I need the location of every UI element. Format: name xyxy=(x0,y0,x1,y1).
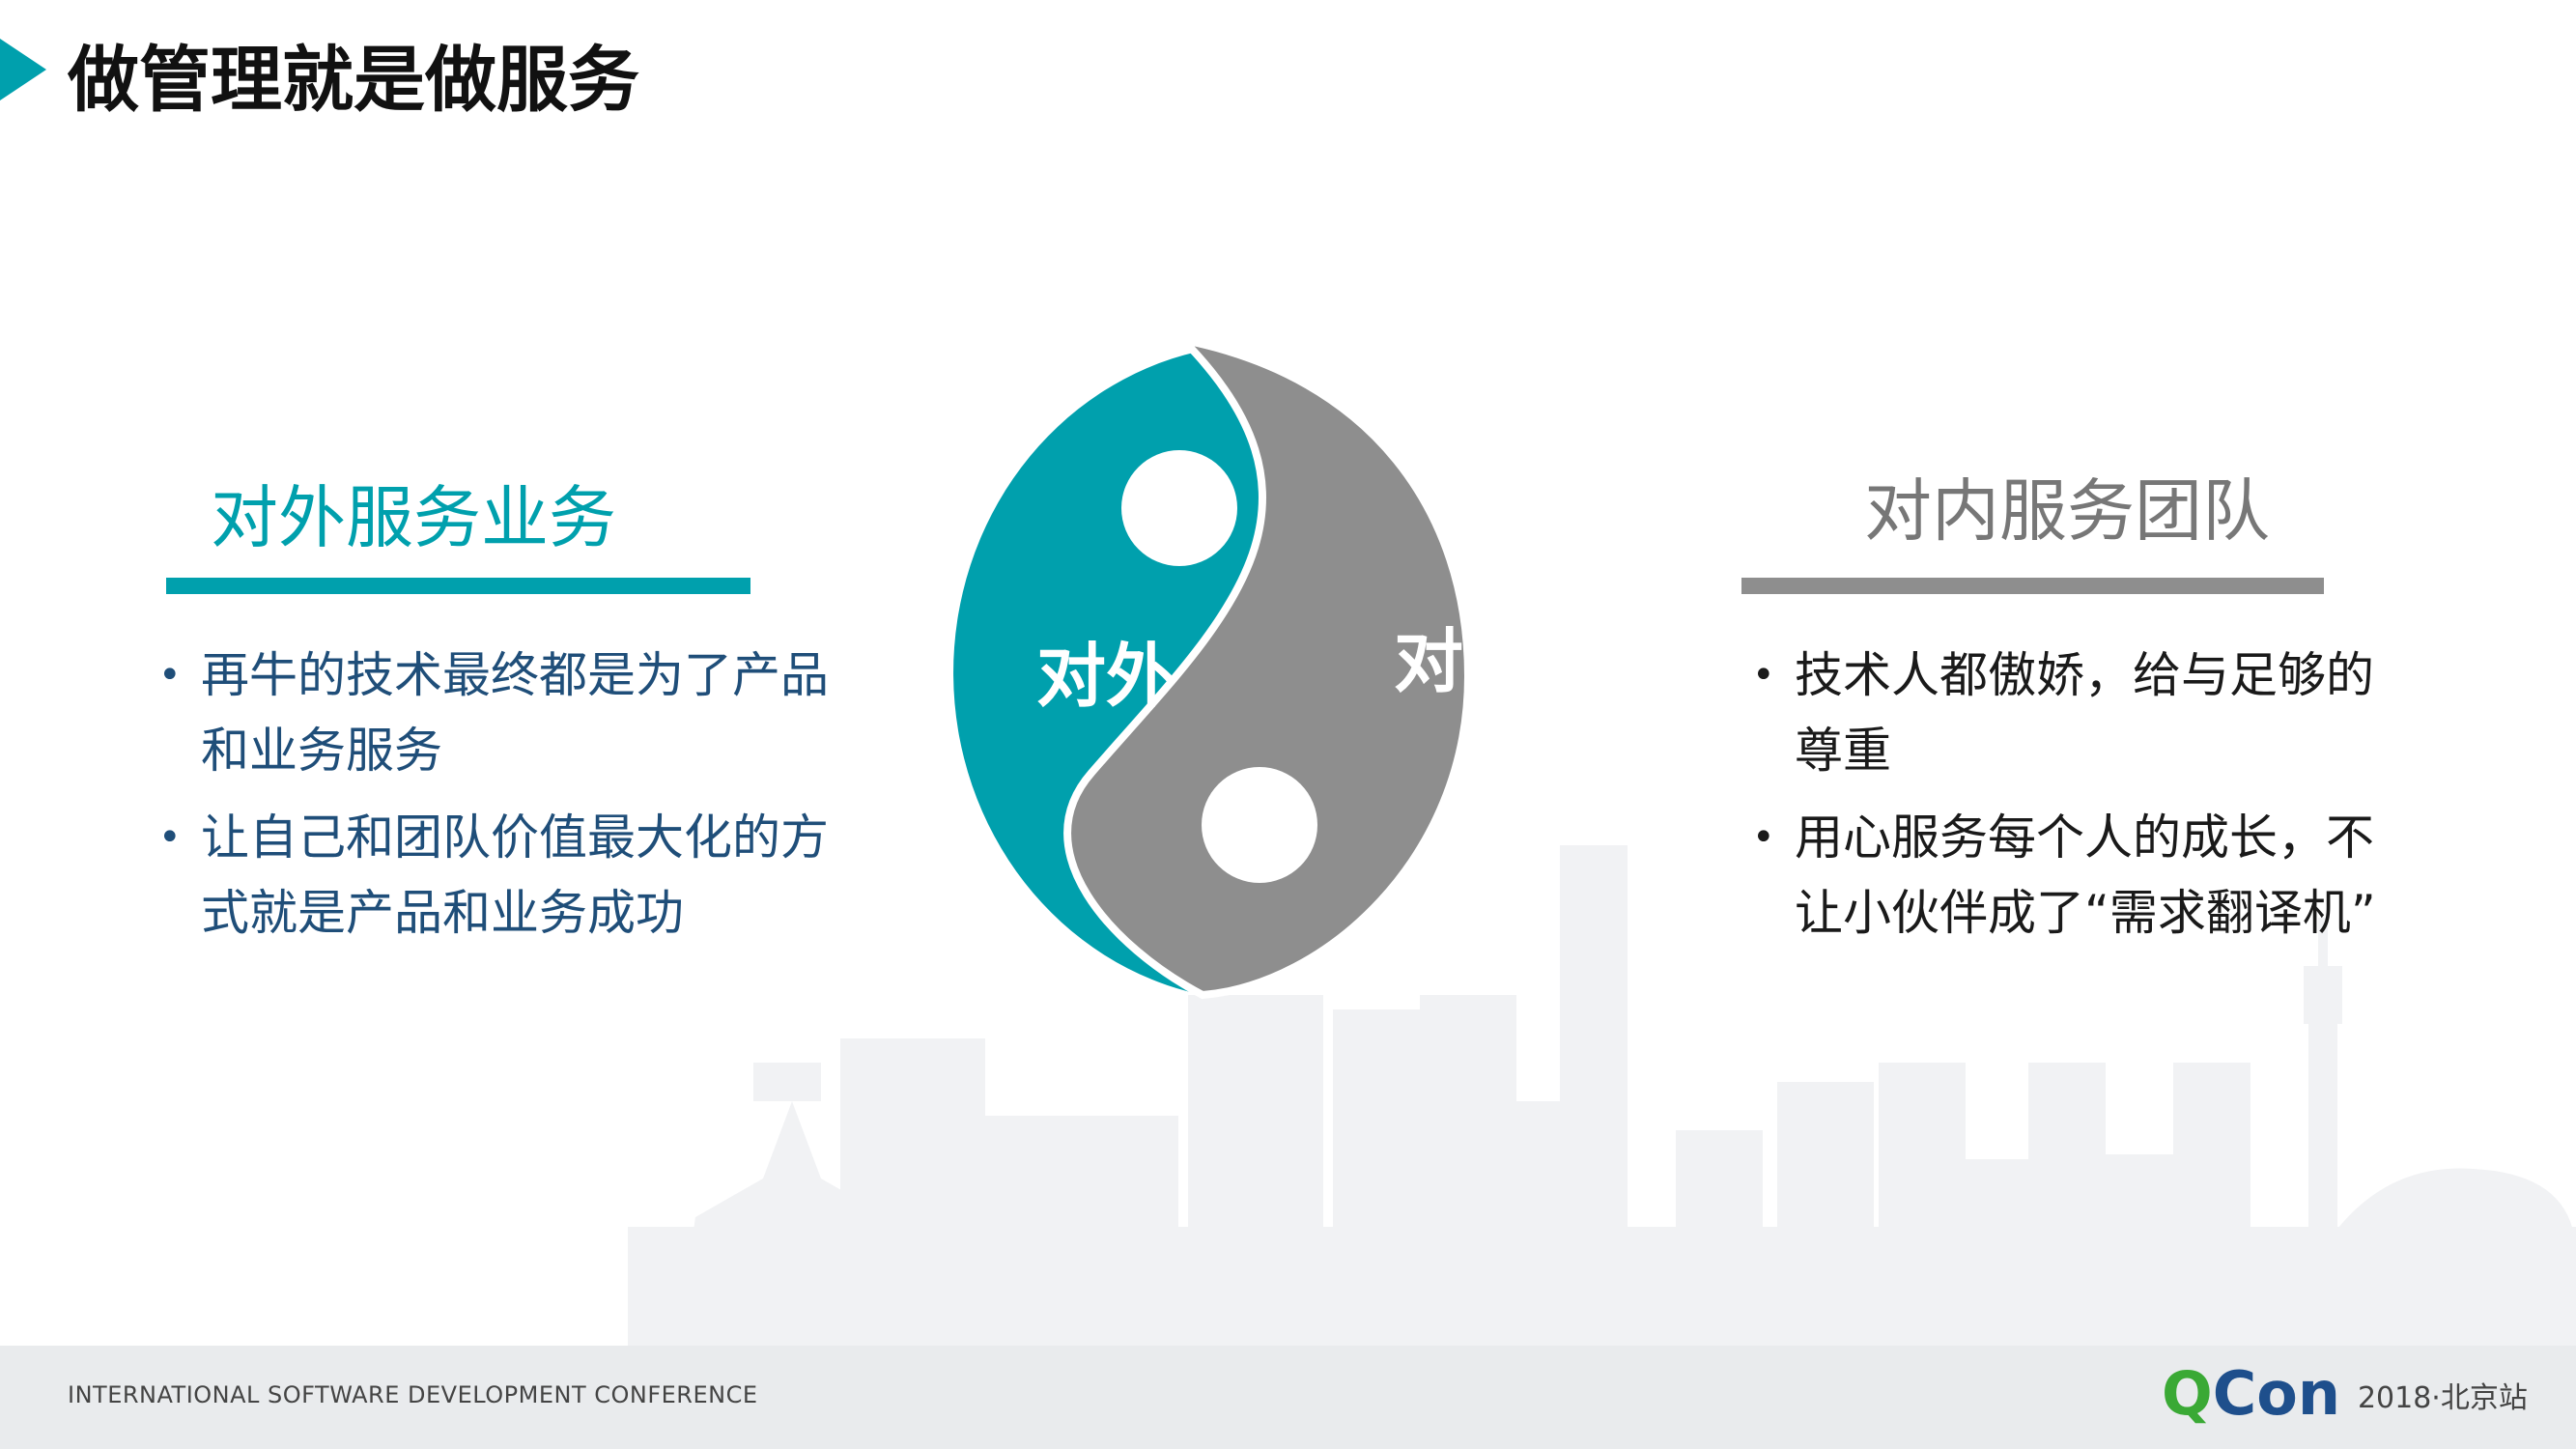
taiji-eye-top xyxy=(1121,450,1237,566)
bullet-text: 让自己和团队价值最大化的方式就是产品和业务成功 xyxy=(201,810,829,941)
slide-title: 做管理就是做服务 xyxy=(68,39,639,122)
conference-name: INTERNATIONAL SOFTWARE DEVELOPMENT CONFE… xyxy=(68,1381,758,1408)
list-item: • 技术人都傲娇，给与足够的尊重 xyxy=(1748,638,2405,788)
qcon-logo: Q Con 2018·北京站 xyxy=(2162,1354,2528,1432)
left-heading-underline xyxy=(166,578,750,594)
bullet-text: 用心服务每个人的成长，不让小伙伴成了“需求翻译机” xyxy=(1795,810,2376,941)
taiji-inner-half xyxy=(1063,333,1473,1000)
bullet-text: 技术人都傲娇，给与足够的尊重 xyxy=(1795,647,2374,779)
bullet-dot-icon: • xyxy=(1752,815,1775,860)
logo-edition: 2018·北京站 xyxy=(2357,1381,2528,1415)
right-heading: 对内服务团队 xyxy=(1864,471,2270,551)
taiji-label-inner: 对内 xyxy=(1394,621,1534,702)
bullet-dot-icon: • xyxy=(1752,653,1775,697)
left-heading: 对外服务业务 xyxy=(211,478,616,557)
taiji-label-outer: 对外 xyxy=(1036,636,1176,717)
title-marker-triangle xyxy=(0,39,46,100)
bullet-dot-icon: • xyxy=(158,653,182,697)
logo-q: Q xyxy=(2162,1357,2213,1429)
footer-bar xyxy=(0,1346,2576,1449)
taiji-eye-bottom xyxy=(1202,767,1317,883)
taiji-yin-yang-diagram xyxy=(953,333,1473,1000)
right-heading-underline xyxy=(1741,578,2324,594)
logo-con: Con xyxy=(2212,1357,2340,1429)
bullet-text: 再牛的技术最终都是为了产品和业务服务 xyxy=(201,647,829,779)
right-bullet-list: • 技术人都傲娇，给与足够的尊重 • 用心服务每个人的成长，不让小伙伴成了“需求… xyxy=(1748,638,2405,962)
left-bullet-list: • 再牛的技术最终都是为了产品和业务服务 • 让自己和团队价值最大化的方式就是产… xyxy=(155,638,869,962)
list-item: • 用心服务每个人的成长，不让小伙伴成了“需求翻译机” xyxy=(1748,800,2405,951)
list-item: • 再牛的技术最终都是为了产品和业务服务 xyxy=(155,638,869,788)
bullet-dot-icon: • xyxy=(158,815,182,860)
list-item: • 让自己和团队价值最大化的方式就是产品和业务成功 xyxy=(155,800,869,951)
